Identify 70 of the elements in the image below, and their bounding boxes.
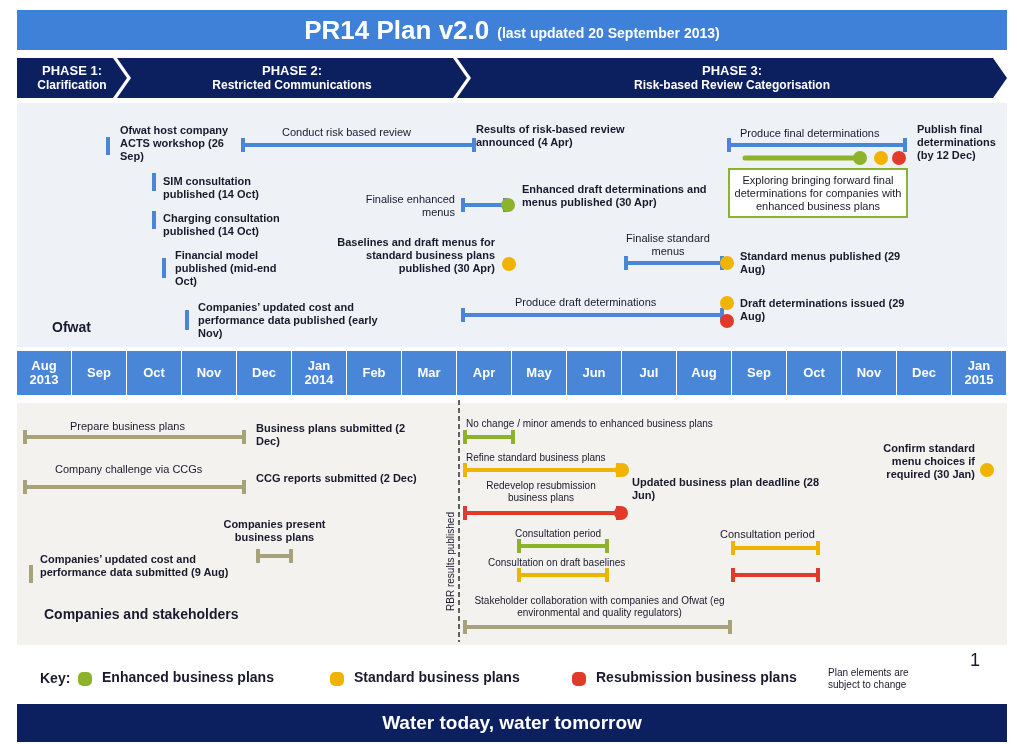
month-cell: Feb [347,351,401,395]
activity-label: Finalise standard menus [625,232,711,258]
page-number: 1 [970,650,980,670]
phase-number: PHASE 1: [42,63,102,78]
month-cell: Mar [402,351,456,395]
activity-label: No change / minor amends to enhanced business plans [466,418,713,430]
phase-number: PHASE 3: [702,63,762,78]
section-heading: Ofwat [52,321,91,334]
month-cell: Oct [787,351,841,395]
activity-label: Company challenge via CCGs [55,463,203,476]
activity-label: Consultation period [720,528,815,541]
month-cell: Aug 2013 [17,351,71,395]
milestone-label: CCG reports submitted (2 Dec) [256,472,418,485]
month-cell: Jan 2014 [292,351,346,395]
activity-label: Redevelop resubmission business plans [485,480,597,504]
activity-label: Conduct risk based review [282,126,411,139]
phase-band [17,58,127,98]
activity-label: Prepare business plans [70,420,185,433]
milestone-label: SIM consultation published (14 Oct) [163,175,260,201]
month-cell: Aug [677,351,731,395]
milestone-label: Companies’ updated cost and performance data submitted (9 Aug) [40,553,230,579]
month-cell: May [512,351,566,395]
activity-label: Consultation on draft baselines [488,557,626,569]
legend-label: Standard business plans [354,671,520,684]
phase-number: PHASE 2: [262,63,322,78]
milestone-label: Companies present business plans [222,518,327,544]
month-cell: Jan 2015 [952,351,1006,395]
phase-name: Restricted Communications [212,78,372,93]
legend-label: Resubmission business plans [596,671,797,684]
phase-name: Clarification [37,78,107,93]
month-cell: Dec [897,351,951,395]
month-cell: Jul [622,351,676,395]
milestone-label: Baselines and draft menus for standard business plans published (30 Apr) [336,236,495,275]
milestone-label: Draft determinations issued (29 Aug) [740,297,906,323]
month-cell: Nov [182,351,236,395]
month-cell: Sep [72,351,126,395]
note-text: Exploring bringing forward final determinations for companies with enhanced business plans [733,173,903,213]
milestone-label: Updated business plan deadline (28 Jun) [632,476,821,502]
phase-name: Risk-based Review Categorisation [633,78,831,93]
milestone-label: Confirm standard menu choices if required (30 Jan) [882,442,975,481]
phase-band [457,58,1007,98]
month-cell: Dec [237,351,291,395]
title: PR14 Plan v2.0 [304,14,490,46]
milestone-label: Enhanced draft determinations and menus published (30 Apr) [522,183,708,209]
activity-label: Stakeholder collaboration with companies and Ofwat (eg environmental and quality regulators) [473,595,726,619]
milestone-label: Charging consultation published (14 Oct) [163,212,281,238]
month-cell: Oct [127,351,181,395]
milestone-label: Financial model published (mid-end Oct) [175,249,278,288]
milestone-label: Results of risk-based review announced (4 Apr) [476,123,626,149]
milestone-label: Business plans submitted (2 Dec) [256,422,407,448]
subtitle: (last updated 20 September 2013) [497,24,720,41]
activity-label: Finalise enhanced menus [364,193,455,219]
month-cell: Sep [732,351,786,395]
section-heading: Companies and stakeholders [44,608,239,621]
activity-label: Consultation period [515,528,602,540]
legend-label: Enhanced business plans [102,671,274,684]
activity-label: Produce draft determinations [515,296,657,309]
month-cell: Nov [842,351,896,395]
month-cell: Jun [567,351,621,395]
vertical-note: RBR results published [444,512,457,611]
activity-label: Produce final determinations [740,127,880,140]
footer-slogan: Water today, water tomorrow [382,712,642,734]
milestone-label: Standard menus published (29 Aug) [740,250,902,276]
milestone-label: Ofwat host company ACTS workshop (26 Sep) [120,124,230,163]
milestone-label: Companies’ updated cost and performance data published (early Nov) [198,301,379,340]
legend-heading: Key: [40,672,71,685]
milestone-label: Publish final determinations (by 12 Dec) [917,123,997,162]
month-cell: Apr [457,351,511,395]
activity-label: Refine standard business plans [466,452,606,464]
note: Plan elements are subject to change [828,667,910,691]
